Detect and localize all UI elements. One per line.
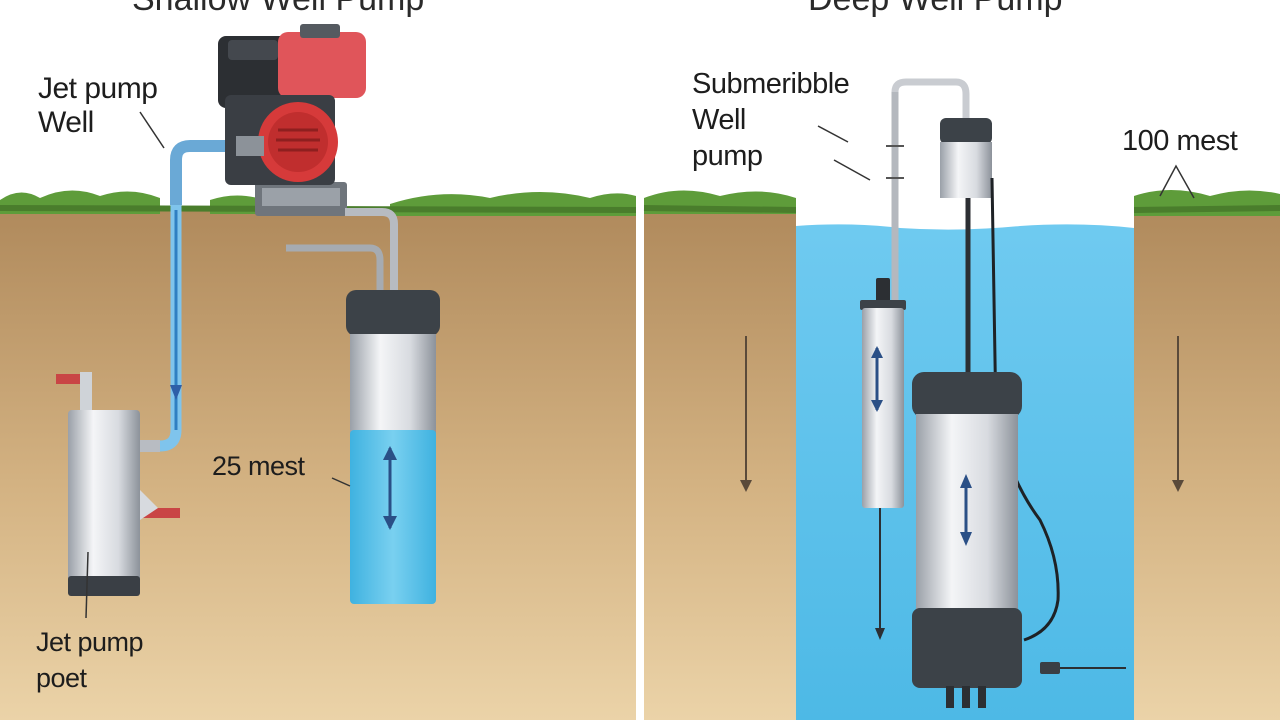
right-panel [643,78,1280,720]
jet-pump-body [56,372,180,596]
label-depth-right: 100 mest [1122,125,1238,157]
pump-arrow-down [960,532,972,546]
right-grass [644,190,1280,216]
pressure-tube [860,278,906,640]
flow-arrow-down [170,385,182,400]
depth-arrows [740,336,1184,492]
riser-pipe [891,78,970,250]
suction-pipe [140,140,250,452]
left-panel [0,24,637,720]
right-panel-title: Deep Well Pump [808,0,1063,19]
pump-arrow-up [960,474,972,488]
label-depth-left: 25 mest [212,451,305,481]
tank-arrow-up [383,446,397,460]
label-jet-pump-poet: Jet pump poet [36,627,144,693]
left-panel-title: Shallow Well Pump [132,0,424,19]
submersible-pump [912,372,1126,708]
discharge-pipe [345,208,398,292]
panel-divider [636,180,644,720]
label-submersible-pump: Submeribble Well pump [692,68,850,172]
tube-arrow-down [871,400,883,412]
tube-drop-arrow [875,628,885,640]
tank-arrow-down [383,516,397,530]
shallow-well-tank [346,290,440,604]
tube-arrow-up [871,346,883,358]
label-jet-pump-well: Jet pump Well [38,72,158,139]
engine-pump [218,24,366,216]
